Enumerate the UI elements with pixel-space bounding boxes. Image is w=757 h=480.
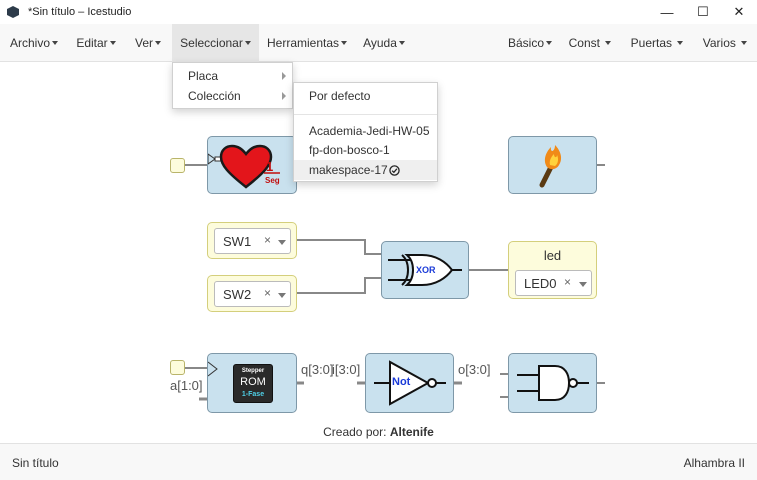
submenu-arrow-icon — [282, 72, 286, 80]
xor-gate-icon — [388, 254, 462, 286]
menu-item-placa[interactable]: Placa — [173, 66, 292, 86]
close-button[interactable]: ✕ — [733, 4, 745, 19]
caret-down-icon — [244, 40, 251, 45]
nand-gate-block[interactable] — [508, 353, 597, 413]
dropdown-icon[interactable] — [278, 293, 286, 298]
dropdown-icon[interactable] — [278, 240, 286, 245]
title-bar: *Sin título – Icestudio — ☐ ✕ — [0, 0, 757, 24]
caret-down-icon — [341, 40, 348, 45]
clear-icon[interactable]: × — [264, 233, 272, 247]
heart-timer-block[interactable]: 1 Seg — [207, 136, 297, 194]
caret-down-icon — [546, 40, 553, 45]
xor-gate-block[interactable]: XOR — [381, 241, 469, 299]
credits-author: Altenife — [389, 425, 434, 439]
menu-herramientas[interactable]: Herramientas — [263, 24, 351, 62]
maximize-button[interactable]: ☐ — [697, 4, 709, 19]
collection-item-por-defecto[interactable]: Por defecto — [309, 89, 371, 103]
clear-icon[interactable]: × — [264, 286, 272, 300]
i-input-label: i[3:0] — [332, 362, 361, 377]
sw2-value: SW2 — [223, 287, 252, 302]
window-controls: — ☐ ✕ — [649, 0, 757, 24]
sw2-input-block[interactable]: SW2 × — [207, 275, 297, 312]
coleccion-submenu: Por defecto Academia-Jedi-HW-05 fp-don-b… — [293, 82, 438, 182]
clock-input-marker-icon — [208, 361, 218, 377]
frequency-number: 1 — [266, 159, 274, 174]
wire — [297, 239, 381, 255]
clear-icon[interactable]: × — [564, 275, 572, 289]
wires-layer — [185, 164, 605, 401]
nand-gate-icon — [517, 365, 589, 401]
sw1-value: SW1 — [223, 234, 252, 249]
led-title: led — [543, 248, 562, 263]
collection-item-fp-don-bosco[interactable]: fp-don-bosco-1 — [309, 143, 390, 157]
seleccionar-menu: Placa Colección — [172, 62, 293, 109]
o-output-label: o[3:0] — [458, 362, 491, 377]
frequency-unit: Seg — [265, 176, 280, 185]
led-select[interactable]: LED0 × — [515, 270, 592, 296]
not-label: Not — [392, 376, 411, 388]
collection-item-academia[interactable]: Academia-Jedi-HW-05 — [309, 124, 430, 138]
caret-down-icon — [741, 40, 748, 45]
dropdown-icon[interactable] — [579, 282, 587, 287]
menu-archivo[interactable]: Archivo — [4, 24, 64, 62]
caret-down-icon — [155, 40, 161, 45]
rom-line2: ROM — [240, 376, 266, 388]
credits: Creado por: Altenife — [0, 425, 757, 439]
input-pin[interactable] — [170, 360, 185, 375]
credits-prefix: Creado por: — [323, 425, 387, 439]
stepper-rom-block[interactable]: Stepper ROM 1-Fase — [207, 353, 297, 413]
window-title: *Sin título – Icestudio — [28, 6, 132, 18]
menu-ver[interactable]: Ver — [128, 24, 168, 62]
menu-const[interactable]: Const — [566, 24, 614, 62]
led-value: LED0 — [524, 276, 557, 291]
sw2-select[interactable]: SW2 × — [214, 281, 291, 307]
caret-down-icon — [109, 40, 116, 45]
menu-ayuda[interactable]: Ayuda — [359, 24, 409, 62]
q-output-label: q[3:0] — [301, 362, 334, 377]
collection-item-makespace[interactable]: makespace-17 — [294, 160, 437, 180]
menu-varios[interactable]: Varios — [698, 24, 752, 62]
icestudio-logo-icon — [7, 6, 19, 18]
rom-chip-icon: Stepper ROM 1-Fase — [233, 364, 273, 403]
wire — [297, 277, 381, 294]
rom-line3: 1-Fase — [241, 391, 265, 398]
sw1-select[interactable]: SW1 × — [214, 228, 291, 254]
heart-icon — [208, 144, 280, 189]
menu-puertas[interactable]: Puertas — [628, 24, 686, 62]
input-pin[interactable] — [170, 158, 185, 173]
not-gate-icon — [374, 360, 446, 406]
not-gate-block[interactable]: Not — [365, 353, 454, 413]
submenu-arrow-icon — [282, 92, 286, 100]
menu-item-coleccion[interactable]: Colección — [173, 86, 292, 106]
menu-basico[interactable]: Básico — [504, 24, 556, 62]
xor-label: XOR — [416, 265, 436, 275]
caret-down-icon — [605, 40, 612, 45]
led-output-block[interactable]: led LED0 × — [508, 241, 597, 299]
sw1-input-block[interactable]: SW1 × — [207, 222, 297, 259]
caret-down-icon — [677, 40, 684, 45]
status-bar: Sin título Alhambra II — [0, 443, 757, 480]
menu-bar: Archivo Editar Ver Seleccionar Herramien… — [0, 24, 757, 62]
torch-icon — [539, 145, 562, 188]
board-name[interactable]: Alhambra II — [683, 456, 745, 470]
caret-down-icon — [398, 40, 405, 45]
project-name: Sin título — [12, 456, 59, 470]
torch-block[interactable] — [508, 136, 597, 194]
rom-line1: Stepper — [241, 368, 265, 374]
menu-seleccionar[interactable]: Seleccionar — [172, 24, 259, 62]
menu-divider — [294, 114, 437, 115]
menu-editar[interactable]: Editar — [70, 24, 122, 62]
a-input-label: a[1:0] — [170, 378, 203, 393]
caret-down-icon — [52, 40, 58, 45]
minimize-button[interactable]: — — [660, 4, 674, 20]
check-circle-icon — [389, 165, 400, 176]
